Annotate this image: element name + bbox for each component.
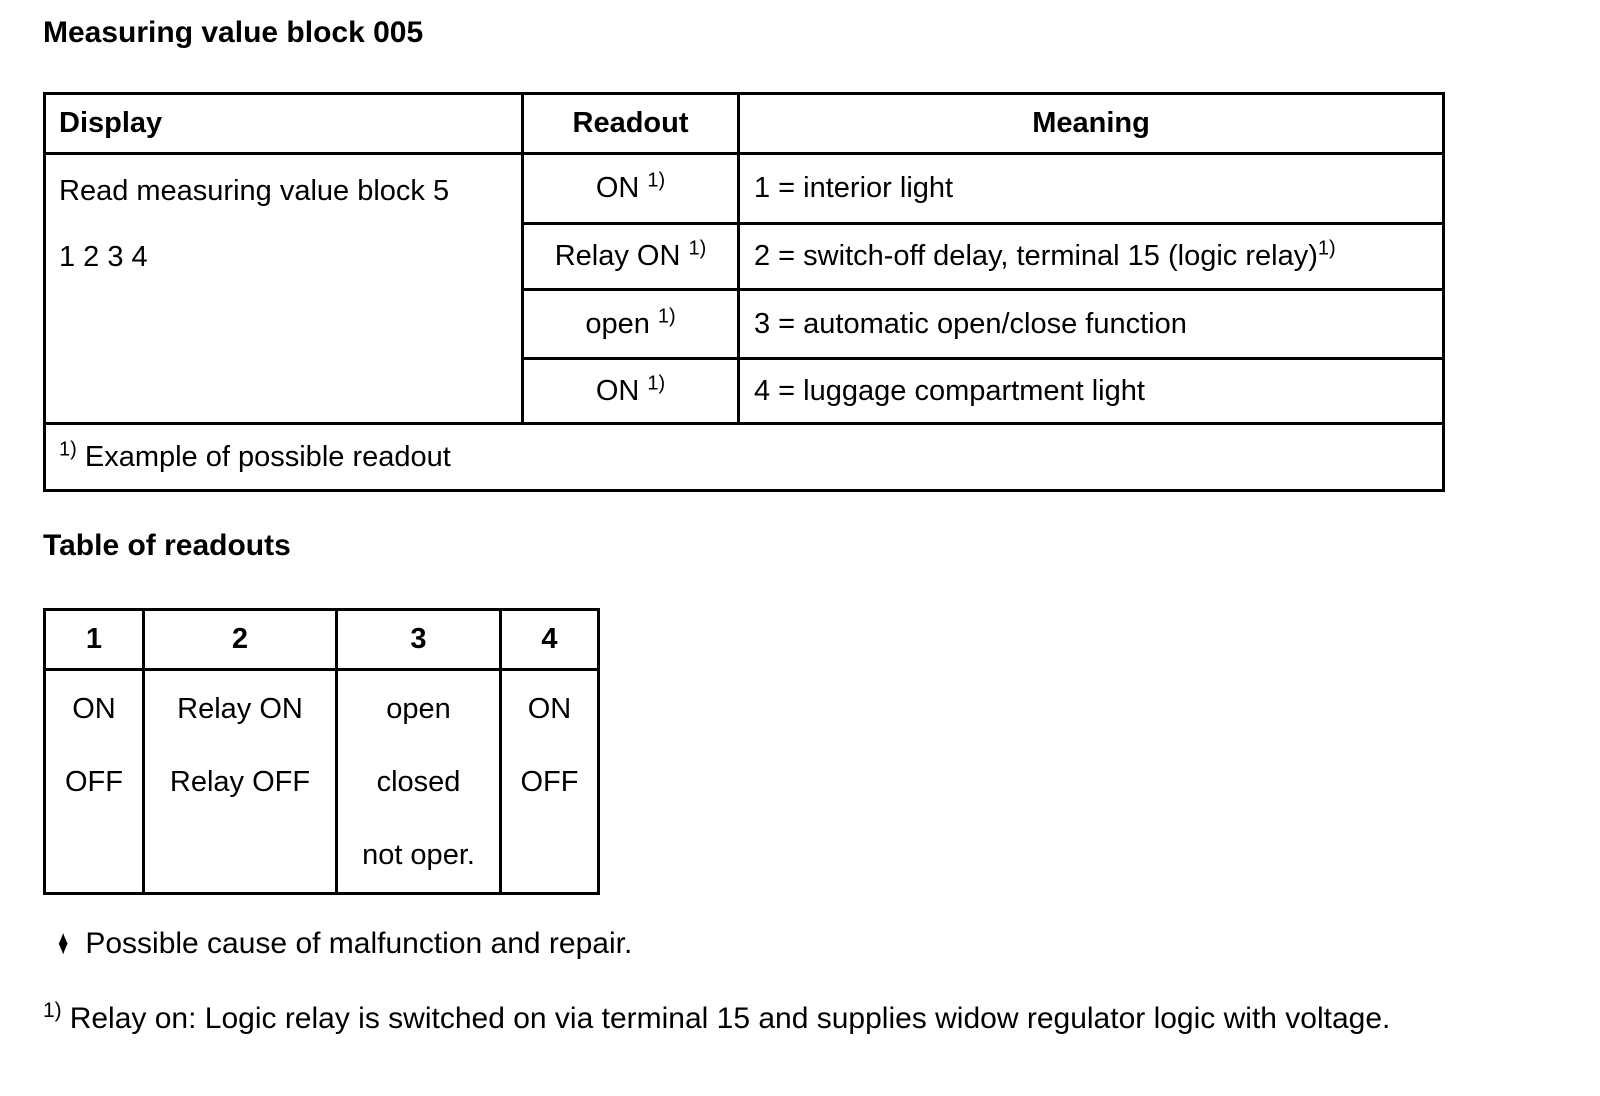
state-value: OFF: [65, 766, 123, 798]
readout-value: ON: [595, 374, 640, 407]
state-value: closed: [376, 766, 461, 798]
col-header-display: Display: [43, 92, 524, 155]
col-header-readout: Readout: [521, 92, 740, 155]
measuring-value-table: Display Readout Meaning Read measuring v…: [43, 92, 1445, 492]
diamond-bullet-icon: ♦: [58, 922, 69, 962]
page-title: Measuring value block 005: [43, 16, 424, 49]
meaning-cell: 1 = interior light: [737, 152, 1445, 225]
display-line-2: 1 2 3 4: [59, 241, 148, 273]
meaning-text: 2 = switch-off delay, terminal 15 (logic…: [754, 240, 1318, 272]
table-row: Relay ON 1) 2 = switch-off delay, termin…: [45, 222, 1445, 291]
footnote-marker: 1): [657, 304, 676, 327]
readout-value: Relay ON: [554, 240, 681, 272]
relay-footnote: 1) Relay on: Logic relay is switched on v…: [43, 999, 1391, 1036]
readout-cell: Relay ON 1): [521, 222, 740, 291]
col-header-3: 3: [335, 608, 502, 671]
section-title-readouts: Table of readouts: [43, 529, 291, 562]
meaning-cell: 4 = luggage compartment light: [737, 357, 1445, 425]
footnote-marker: 1): [43, 999, 62, 1022]
display-cell: Read measuring value block 5 1 2 3 4: [43, 152, 524, 425]
state-value: Relay ON: [177, 693, 303, 725]
table-footnote-cell: 1) Example of possible readout: [43, 422, 1445, 492]
meaning-text: 4 = luggage compartment light: [754, 374, 1145, 407]
state-value: OFF: [520, 766, 579, 798]
readout-states-cell-3: open closed not oper.: [335, 668, 502, 895]
state-value: ON: [72, 693, 116, 725]
relay-footnote-text: Relay on: Logic relay is switched on via…: [69, 1002, 1391, 1035]
table-row: Read measuring value block 5 1 2 3 4 ON …: [43, 152, 1445, 425]
state-value: Relay OFF: [169, 766, 311, 798]
display-line-1: Read measuring value block 5: [59, 175, 450, 207]
readouts-header-row: 1 2 3 4: [43, 608, 600, 671]
readout-value: open: [585, 307, 650, 340]
col-header-1: 1: [43, 608, 145, 671]
meaning-text: 3 = automatic open/close function: [754, 307, 1187, 340]
readout-cell: ON 1): [521, 152, 740, 225]
footnote-marker: 1): [59, 437, 77, 460]
meaning-cell: 3 = automatic open/close function: [737, 288, 1445, 360]
readout-value: ON: [595, 172, 640, 204]
col-header-4: 4: [499, 608, 600, 671]
state-value: ON: [527, 693, 572, 725]
readout-states-cell-1: ON OFF: [43, 668, 145, 895]
malfunction-note-text: Possible cause of malfunction and repair…: [85, 927, 633, 960]
table-row: ON 1) 4 = luggage compartment light: [45, 357, 1445, 425]
readout-cell: open 1): [521, 288, 740, 360]
col-header-meaning: Meaning: [737, 92, 1445, 155]
footnote-marker: 1): [688, 237, 707, 260]
main-table-footnote-row: 1) Example of possible readout: [43, 422, 1445, 492]
footnote-marker: 1): [647, 169, 666, 192]
state-value: not oper.: [362, 839, 475, 871]
meaning-text: 1 = interior light: [754, 172, 954, 204]
readouts-body-row: ON OFF Relay ON Relay OFF open closed no…: [43, 668, 600, 895]
footnote-marker: 1): [1317, 237, 1336, 260]
table-row: open 1) 3 = automatic open/close functio…: [45, 288, 1445, 360]
main-table-header-row: Display Readout Meaning: [43, 92, 1445, 155]
footnote-marker: 1): [647, 371, 666, 394]
table-footnote-text: Example of possible readout: [84, 440, 451, 473]
meaning-cell: 2 = switch-off delay, terminal 15 (logic…: [737, 222, 1445, 291]
readout-states-cell-2: Relay ON Relay OFF: [142, 668, 338, 895]
col-header-2: 2: [142, 608, 338, 671]
readouts-table: 1 2 3 4 ON OFF Relay ON Relay OFF open c…: [43, 608, 600, 895]
malfunction-note: ♦ Possible cause of malfunction and repai…: [55, 922, 633, 962]
readout-cell: ON 1): [521, 357, 740, 425]
state-value: open: [386, 693, 451, 725]
readout-states-cell-4: ON OFF: [499, 668, 600, 895]
